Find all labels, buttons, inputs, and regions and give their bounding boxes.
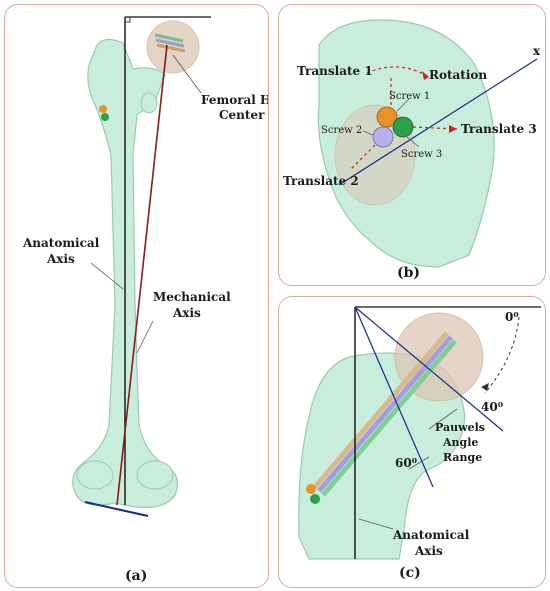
screw-group <box>313 331 457 497</box>
label-screw-1: Screw 1 <box>389 91 430 102</box>
screw-motion-diagram: x Translate 1 Rotation Screw 1 Screw 2 T… <box>283 19 541 281</box>
label-mechanical-axis-1: Mechanical <box>153 290 231 304</box>
caption-c: (c) <box>399 565 421 581</box>
label-rotation: Rotation <box>429 68 487 82</box>
mechanical-axis-line <box>116 44 168 506</box>
label-translate-3: Translate 3 <box>461 122 537 136</box>
label-x-axis: x <box>533 44 541 58</box>
label-mechanical-axis-2: Axis <box>172 306 201 320</box>
label-femoral-head-center-2: Center <box>219 108 265 122</box>
label-anatomical-axis-2: Axis <box>414 544 443 558</box>
caption-b: (b) <box>397 265 420 281</box>
pauwels-angle-diagram: 0⁰ 40⁰ 60⁰ Pauwels Angle Range Anatomica… <box>298 306 541 581</box>
label-angle-40: 40⁰ <box>481 400 503 414</box>
label-translate-1: Translate 1 <box>297 64 373 78</box>
femur-diagram: Femoral Head Center Anatomical Axis Mech… <box>22 16 268 584</box>
screw-3-marker <box>392 116 414 138</box>
label-translate-2: Translate 2 <box>283 174 359 188</box>
label-angle-60: 60⁰ <box>395 456 417 470</box>
caption-a: (a) <box>125 568 147 584</box>
label-pauwels-1: Pauwels <box>435 421 485 434</box>
panel-a: Femoral Head Center Anatomical Axis Mech… <box>4 4 269 588</box>
panel-b: x Translate 1 Rotation Screw 1 Screw 2 T… <box>278 4 546 286</box>
label-pauwels-2: Angle <box>442 436 478 449</box>
label-screw-2: Screw 2 <box>321 125 362 136</box>
label-angle-0: 0⁰ <box>505 310 519 324</box>
label-femoral-head-center-1: Femoral Head <box>201 93 268 107</box>
x-axis-line <box>338 58 538 186</box>
label-anatomical-axis-1: Anatomical <box>392 528 470 542</box>
screw-2-marker <box>372 126 394 148</box>
panel-c: 0⁰ 40⁰ 60⁰ Pauwels Angle Range Anatomica… <box>278 296 546 588</box>
screw-1-marker <box>376 106 398 128</box>
label-screw-3: Screw 3 <box>401 149 442 160</box>
label-anatomical-axis-2: Axis <box>46 252 75 266</box>
label-anatomical-axis-1: Anatomical <box>22 236 100 250</box>
label-pauwels-3: Range <box>443 451 482 464</box>
screw-group <box>154 33 186 53</box>
knee-line <box>84 501 149 517</box>
